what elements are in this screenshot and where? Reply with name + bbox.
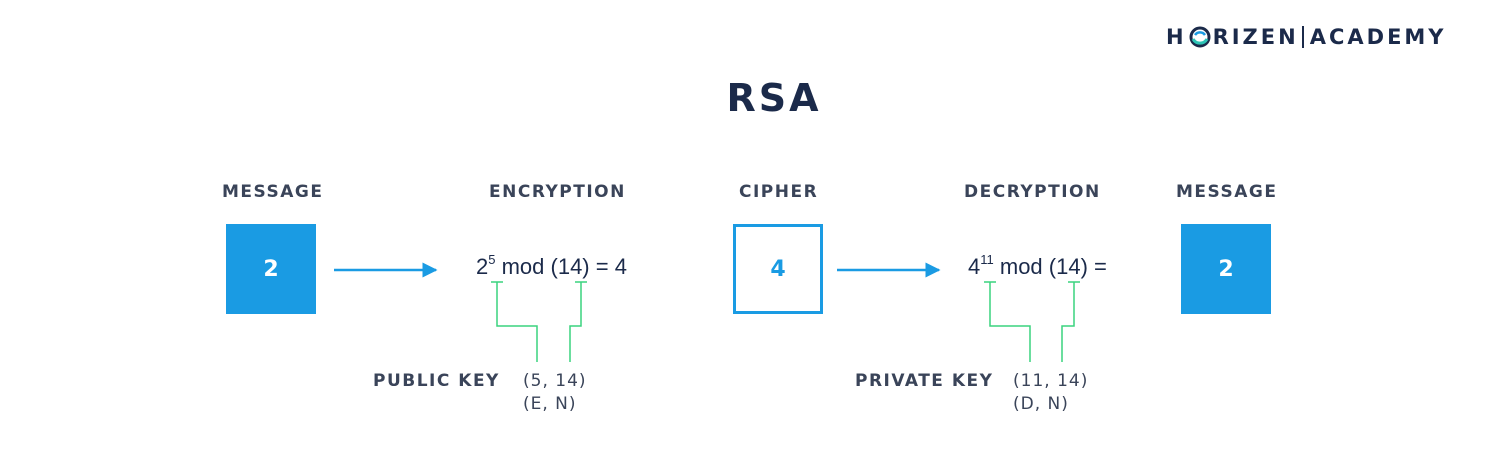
public-key-values: (5, 14) — [523, 371, 587, 391]
public-key-label: PUBLIC KEY — [373, 371, 500, 391]
private-key-values: (11, 14) — [1013, 371, 1089, 391]
logo-brand-rest: RIZEN — [1212, 25, 1299, 49]
encryption-exponent: 5 — [488, 251, 496, 267]
message-out-box: 2 — [1181, 224, 1271, 314]
private-key-connectors — [984, 281, 1080, 362]
encryption-formula: 25 mod (14) = 4 — [476, 251, 627, 280]
public-key-symbols: (E, N) — [523, 394, 577, 414]
logo-o-icon — [1189, 26, 1211, 48]
decryption-formula: 411 mod (14) = — [968, 251, 1107, 280]
heading-decryption: DECRYPTION — [964, 182, 1101, 202]
cipher-box: 4 — [733, 224, 823, 314]
heading-message-out: MESSAGE — [1176, 182, 1278, 202]
logo-separator — [1301, 26, 1304, 48]
private-key-label: PRIVATE KEY — [855, 371, 994, 391]
heading-cipher: CIPHER — [739, 182, 819, 202]
logo-letter-h: H — [1166, 25, 1187, 49]
encryption-rest: mod (14) = 4 — [495, 254, 627, 279]
horizen-academy-logo: H RIZEN ACADEMY — [1166, 22, 1447, 52]
decryption-rest: mod (14) = — [993, 254, 1107, 279]
diagram-title: RSA — [726, 76, 822, 120]
message-in-box: 2 — [226, 224, 316, 314]
private-key-symbols: (D, N) — [1013, 394, 1069, 414]
logo-academy: ACADEMY — [1309, 25, 1447, 49]
heading-message-in: MESSAGE — [222, 182, 324, 202]
public-key-connectors — [491, 281, 587, 362]
decryption-base: 4 — [968, 254, 981, 279]
heading-encryption: ENCRYPTION — [489, 182, 626, 202]
decryption-exponent: 11 — [980, 251, 994, 267]
encryption-base: 2 — [476, 254, 489, 279]
